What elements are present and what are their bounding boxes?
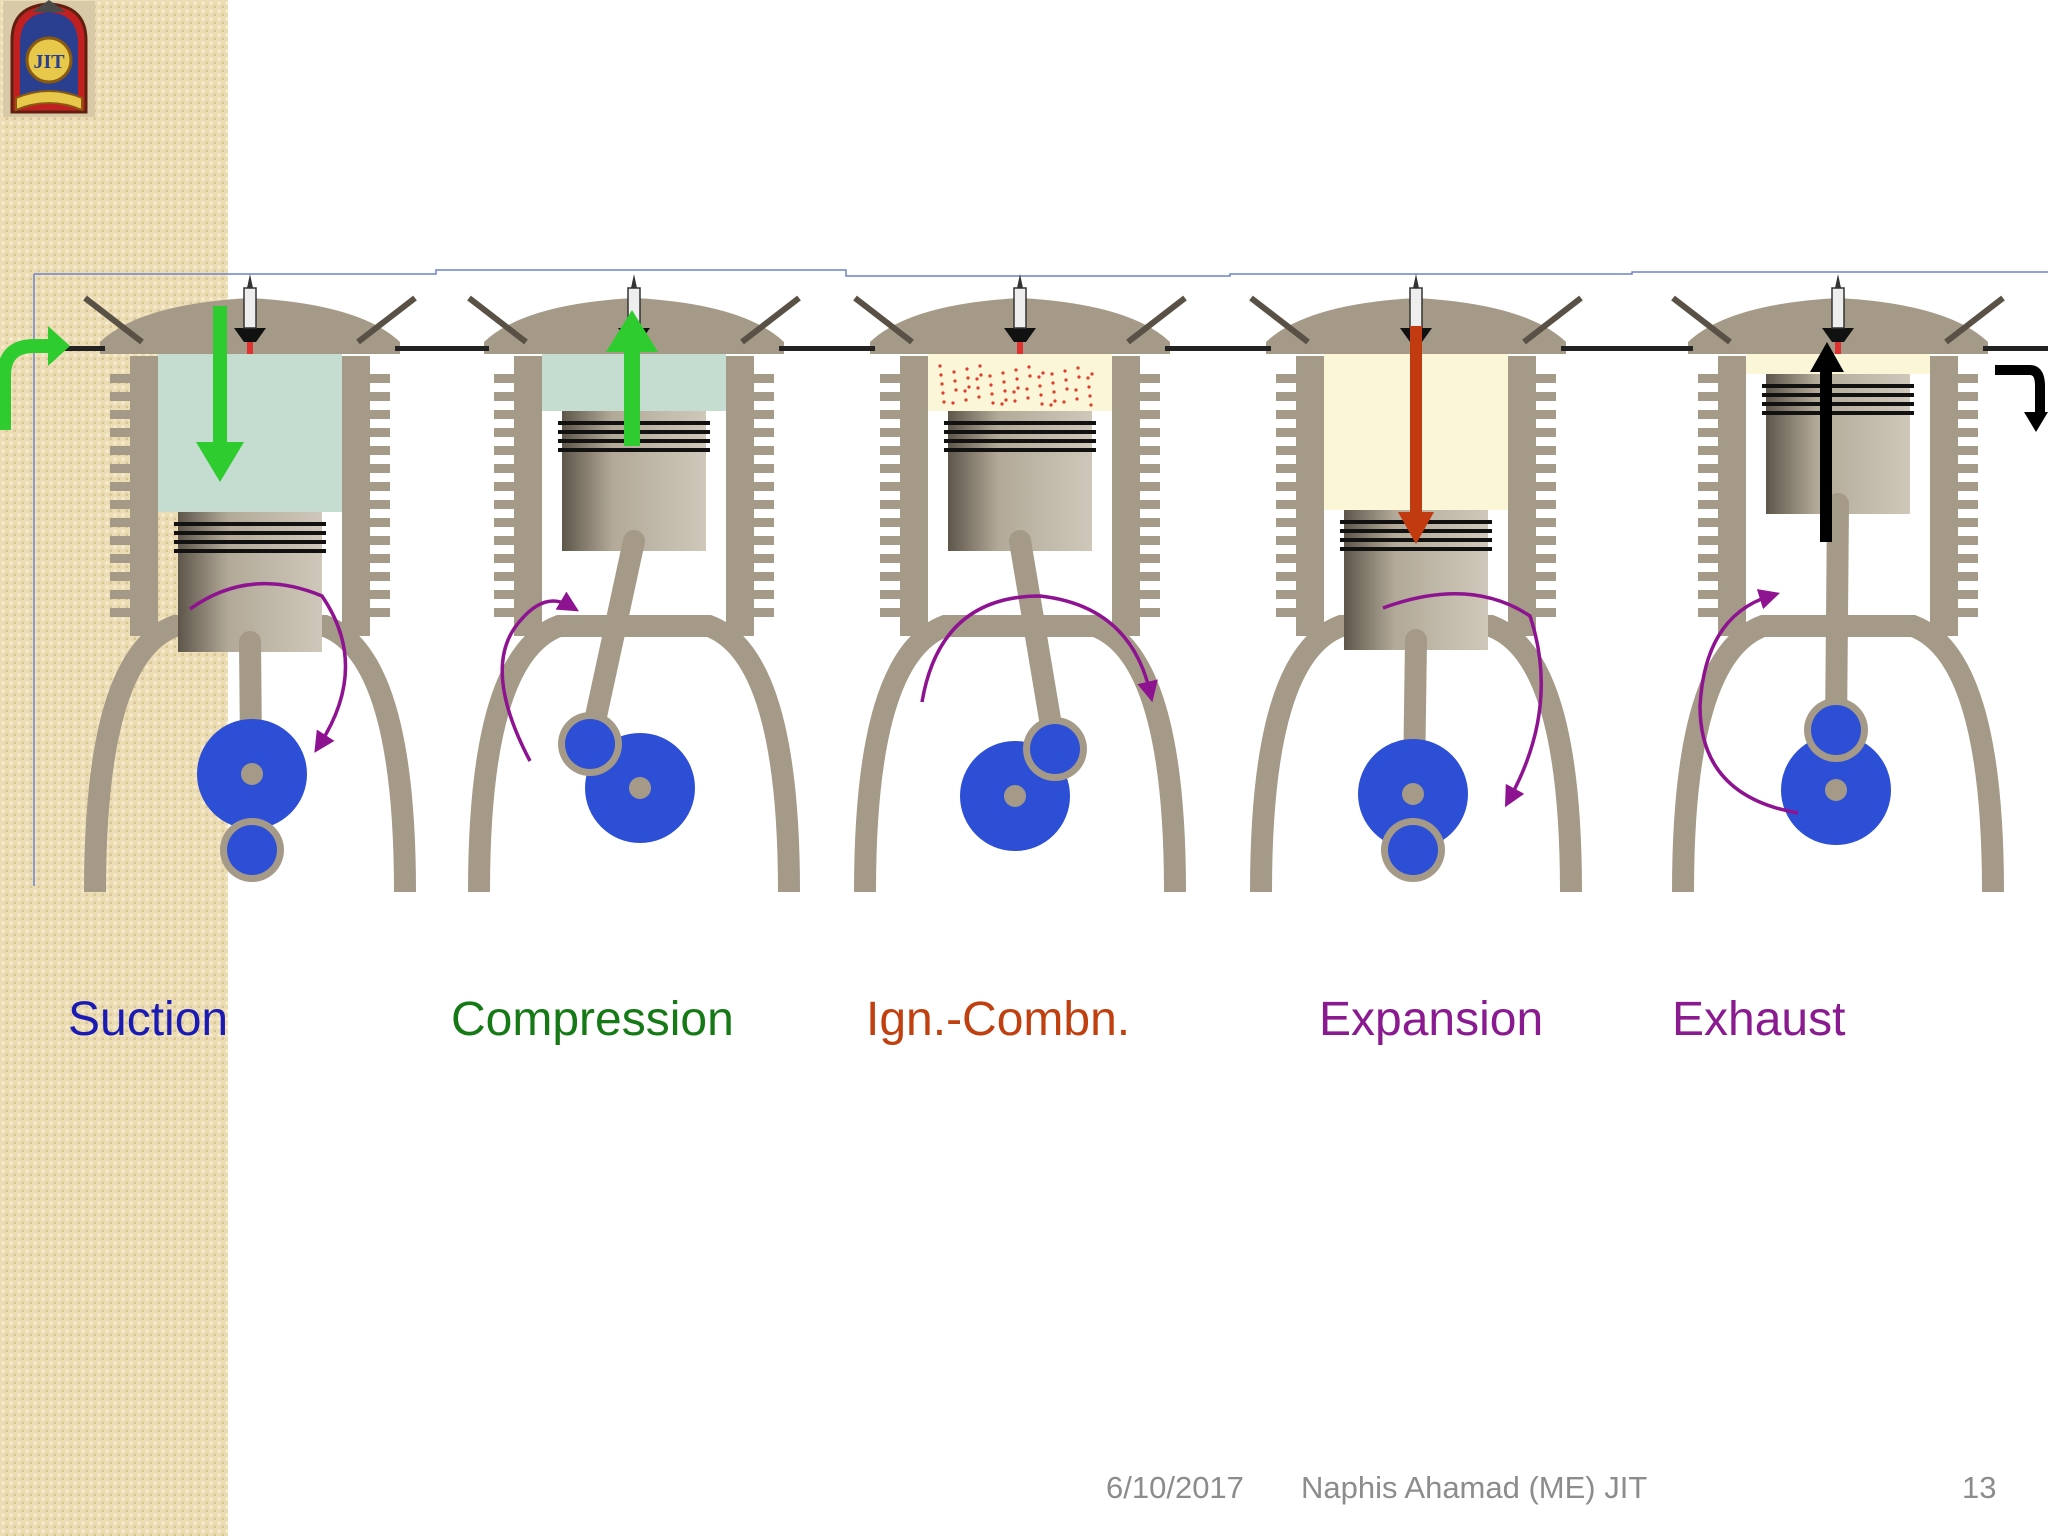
stage-label-exhaust: Exhaust xyxy=(1672,993,1846,1046)
crank-pin xyxy=(565,719,615,769)
logo-text: JIT xyxy=(33,51,65,73)
footer-date: 6/10/2017 xyxy=(1106,1470,1244,1505)
stage-label-expansion: Expansion xyxy=(1319,993,1544,1046)
arrow-suction-down xyxy=(213,306,227,446)
cylinder-wall-left xyxy=(1296,356,1324,636)
intake-flow-arrow xyxy=(0,339,50,430)
rotation-arrow xyxy=(500,591,580,762)
cylinder-gas xyxy=(928,346,1112,411)
engine-stage-ignition xyxy=(795,274,1245,892)
crankcase xyxy=(468,615,800,892)
intake-valve xyxy=(1671,295,1732,345)
footer-author: Naphis Ahamad (ME) JIT xyxy=(1301,1470,1648,1505)
panel-border xyxy=(33,269,2048,886)
spark-plug xyxy=(1004,328,1036,342)
intake-valve xyxy=(1249,295,1310,345)
rotation-arrow xyxy=(188,581,348,753)
rotation-arrow xyxy=(920,594,1158,703)
rotation-arrow xyxy=(1382,592,1543,808)
cylinder-wall-right xyxy=(342,356,370,636)
piston xyxy=(178,512,322,652)
crankcase xyxy=(854,615,1186,892)
cylinder-wall-left xyxy=(900,356,928,636)
cylinder-wall-left xyxy=(1718,356,1746,636)
college-logo: JIT xyxy=(2,0,96,118)
crank-shaft xyxy=(1402,783,1424,805)
rotation-arrow xyxy=(1698,589,1799,815)
cylinder-wall-right xyxy=(726,356,754,636)
engine-stage-suction xyxy=(25,274,475,892)
piston xyxy=(1766,374,1910,514)
exhaust-valve xyxy=(1522,295,1583,345)
exhaust-valve xyxy=(1944,295,2005,345)
exhaust-valve xyxy=(356,295,417,345)
crank-pin xyxy=(1030,724,1080,774)
decorative-side-strip xyxy=(0,0,228,1536)
cylinder-wall-left xyxy=(130,356,158,636)
exhaust-valve xyxy=(1126,295,1187,345)
stage-label-ignition-combustion: Ign.-Combn. xyxy=(866,993,1131,1046)
cylinder-wall-left xyxy=(514,356,542,636)
arrow-expansion-down xyxy=(1410,326,1422,522)
crank-pin xyxy=(1811,705,1861,755)
cylinder-gas xyxy=(158,346,342,512)
cylinder-wall-right xyxy=(1508,356,1536,636)
connecting-rod xyxy=(579,530,645,755)
four-stroke-engine-diagram xyxy=(0,266,2048,892)
intake-valve xyxy=(853,295,914,345)
exhaust-flow-arrow xyxy=(1995,365,2045,414)
spark-plug xyxy=(1822,328,1854,342)
stage-label-compression: Compression xyxy=(451,993,734,1046)
crank-shaft xyxy=(241,763,263,785)
arrow-exhaust-up xyxy=(1820,362,1832,542)
stage-label-suction: Suction xyxy=(68,993,229,1046)
footer-page-number: 13 xyxy=(1962,1470,1997,1505)
crank-shaft xyxy=(629,777,651,799)
exhaust-valve xyxy=(740,295,801,345)
cylinder-wall-right xyxy=(1112,356,1140,636)
cylinder-wall-right xyxy=(1930,356,1958,636)
crank-shaft xyxy=(1825,779,1847,801)
crank-pin xyxy=(1388,825,1438,875)
connecting-rod xyxy=(1825,493,1849,741)
intake-valve xyxy=(83,295,144,345)
spark-plug xyxy=(234,328,266,342)
arrow-compression-up xyxy=(624,346,640,446)
intake-valve xyxy=(467,295,528,345)
connecting-rod xyxy=(1009,530,1066,760)
crank-pin xyxy=(227,825,277,875)
crank-shaft xyxy=(1004,785,1026,807)
piston xyxy=(948,411,1092,551)
